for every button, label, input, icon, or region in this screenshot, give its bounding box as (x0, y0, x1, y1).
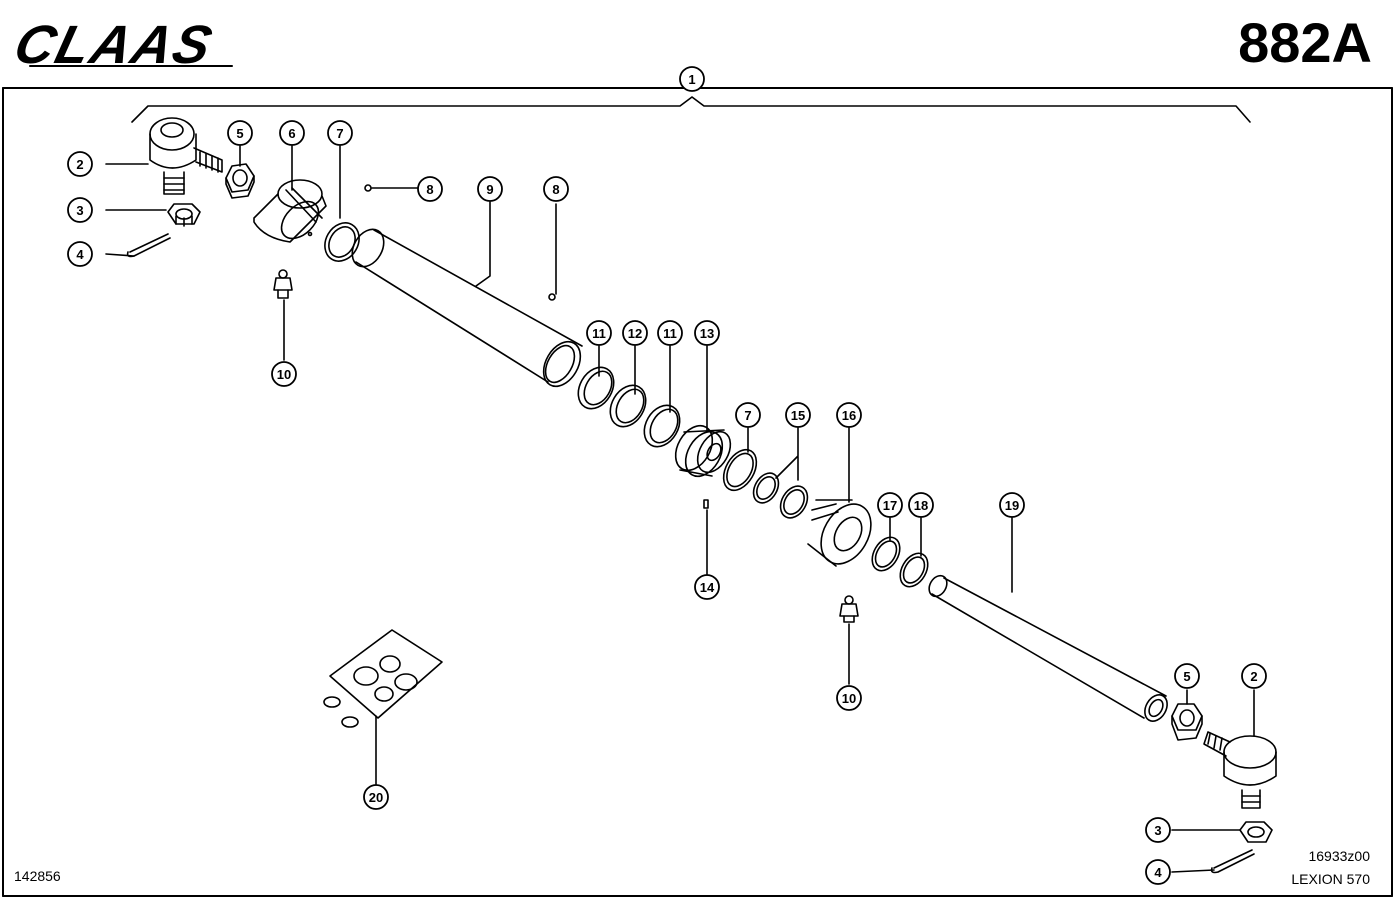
callout-5-left: 5 (236, 126, 243, 141)
callout-13: 13 (700, 326, 714, 341)
callout-12: 12 (628, 326, 642, 341)
o-ring-left (324, 222, 360, 262)
callout-2-right: 2 (1250, 669, 1257, 684)
piston (674, 424, 732, 478)
callout-16: 16 (842, 408, 856, 423)
callout-8-upper: 8 (426, 182, 433, 197)
callout-3-right: 3 (1154, 823, 1161, 838)
small-plug-upper (364, 184, 372, 192)
piston-rod (928, 574, 1168, 722)
callout-8-lower: 8 (552, 182, 559, 197)
cylinder-gland (807, 499, 872, 567)
castle-nut-left (167, 203, 201, 227)
figure-id: 142856 (14, 868, 61, 884)
callout-10-left: 10 (277, 367, 291, 382)
callout-7-right: 7 (744, 408, 751, 423)
callout-15: 15 (791, 408, 805, 423)
callout-7-left: 7 (336, 126, 343, 141)
callout-11-first: 11 (592, 326, 606, 341)
cylinder-head-left (253, 179, 327, 243)
cotter-pin-left (126, 233, 171, 258)
callout-17: 17 (883, 498, 897, 513)
o-ring-right (722, 448, 758, 492)
back-up-ring (899, 552, 929, 588)
cotter-pin-right (1210, 849, 1255, 874)
callout-14: 14 (700, 580, 715, 595)
wiper-ring (871, 536, 901, 572)
set-screw (703, 499, 709, 509)
callout-19: 19 (1005, 498, 1019, 513)
seal-ring-1 (577, 366, 615, 410)
callout-9: 9 (486, 182, 493, 197)
callout-10-right: 10 (842, 691, 856, 706)
callout-11-second: 11 (663, 326, 677, 341)
castle-nut-right (1239, 821, 1273, 843)
assembly-bracket (131, 96, 1251, 123)
page-number: 882A (1238, 11, 1372, 74)
small-plug-lower (548, 293, 556, 301)
machine-model: LEXION 570 (1291, 871, 1370, 887)
rod-end-right (1203, 731, 1277, 809)
callout-4-right: 4 (1154, 865, 1162, 880)
callout-4-left: 4 (76, 247, 84, 262)
callout-6: 6 (288, 126, 295, 141)
hex-nut-left (225, 163, 255, 199)
callout-1: 1 (688, 72, 695, 87)
callout-2-left: 2 (76, 157, 83, 172)
rod-end-left (149, 117, 223, 195)
guide-ring-pair (752, 472, 809, 519)
callout-5-right: 5 (1183, 669, 1190, 684)
callout-18: 18 (914, 498, 928, 513)
seal-ring-3 (643, 404, 681, 448)
callout-20: 20 (369, 790, 383, 805)
hex-nut-right (1171, 703, 1203, 741)
seal-kit-bag (323, 629, 443, 728)
cylinder-tube (351, 228, 583, 388)
grease-nipple-right (839, 595, 859, 623)
seal-ring-2 (609, 384, 647, 428)
drawing-reference: 16933z00 (1308, 848, 1370, 864)
grease-nipple-left (273, 269, 293, 299)
callout-3-left: 3 (76, 203, 83, 218)
